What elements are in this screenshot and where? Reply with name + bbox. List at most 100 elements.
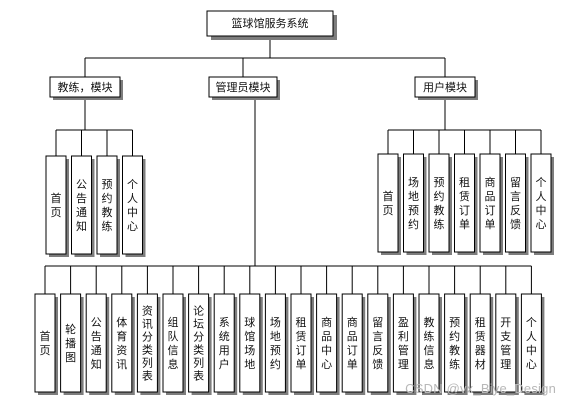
leaf-label: 开支管理 <box>500 316 511 371</box>
leaf-label: 组队信息 <box>168 315 179 371</box>
leaf-node: 租赁订单 <box>454 153 478 255</box>
leaf-label: 球馆场地 <box>244 315 255 371</box>
leaf-node: 租赁器材 <box>469 293 494 395</box>
leaf-node: 资讯分类列表 <box>136 293 161 395</box>
leaf-node: 首页 <box>377 153 401 255</box>
leaf-label: 预约教练 <box>449 316 460 371</box>
leaf-box <box>188 293 210 393</box>
leaf-label: 留言反馈 <box>372 316 383 371</box>
leaf-label: 商品中心 <box>321 315 332 371</box>
leaf-box <box>136 293 158 393</box>
leaf-box <box>505 153 526 253</box>
leaf-node: 公告通知 <box>71 155 95 257</box>
leaf-box <box>316 293 338 393</box>
leaf-node: 首页 <box>34 293 58 395</box>
leaf-node: 留言反馈 <box>505 153 529 255</box>
leaf-box <box>479 153 501 253</box>
leaf-label: 教练信息 <box>424 316 435 371</box>
leaf-box <box>530 153 552 253</box>
leaf-box <box>454 153 475 253</box>
leaf-box <box>290 293 312 393</box>
root-node: 篮球馆服务系统 <box>206 10 337 40</box>
leaf-box <box>34 293 56 393</box>
leaf-label: 商品订单 <box>485 175 496 231</box>
leaf-node: 个人中心 <box>122 155 146 257</box>
leaf-node: 场地预约 <box>264 293 289 395</box>
leaf-node: 轮播图 <box>60 293 84 395</box>
leaf-box <box>96 155 118 255</box>
leaf-node: 首页 <box>45 155 69 257</box>
leaf-box <box>428 153 450 253</box>
leaf-node: 租赁订单 <box>290 293 314 395</box>
leaf-box <box>341 293 363 393</box>
leaf-label: 预约教练 <box>102 178 113 233</box>
leaf-node: 组队信息 <box>162 293 186 395</box>
leaf-label: 公告通知 <box>76 178 87 233</box>
leaf-label: 系统用户 <box>219 316 230 371</box>
leaf-box <box>45 155 67 255</box>
leaf-box <box>111 293 133 393</box>
leaf-node: 商品中心 <box>316 293 340 395</box>
leaf-box <box>71 155 92 255</box>
leaf-node: 球馆场地 <box>239 293 263 395</box>
leaf-label: 预约教练 <box>434 176 445 231</box>
leaf-box <box>469 293 491 393</box>
leaf-label: 公告通知 <box>91 316 102 371</box>
leaf-label: 个人中心 <box>536 176 547 231</box>
leaf-node: 教练信息 <box>418 293 442 395</box>
leaf-label: 租赁订单 <box>459 176 470 231</box>
leaf-node: 系统用户 <box>213 293 238 395</box>
leaf-label: 首页 <box>383 189 394 217</box>
module-label-admin: 管理员模块 <box>216 80 271 94</box>
leaf-box <box>403 153 424 253</box>
leaf-box <box>392 293 414 393</box>
leaf-nodes: 首页公告通知预约教练个人中心首页轮播图公告通知体育资讯资讯分类列表组队信息论坛分… <box>34 153 554 395</box>
module-label-user: 用户模块 <box>423 80 467 94</box>
leaf-box <box>418 293 440 393</box>
leaf-label: 个人中心 <box>127 178 138 233</box>
module-node-coach: 教练，模块 <box>49 76 123 100</box>
leaf-node: 商品订单 <box>341 293 366 395</box>
leaf-node: 商品订单 <box>479 153 503 255</box>
leaf-box <box>377 153 399 253</box>
module-label-coach: 教练，模块 <box>58 80 113 94</box>
leaf-label: 留言反馈 <box>510 176 521 231</box>
leaf-node: 论坛分类列表 <box>188 293 212 395</box>
leaf-label: 首页 <box>51 191 62 219</box>
leaf-label: 场地预约 <box>408 175 419 231</box>
leaf-node: 个人中心 <box>520 293 545 395</box>
leaf-node: 预约教练 <box>96 155 120 257</box>
leaf-label: 体育资讯 <box>116 315 127 371</box>
leaf-label: 盈利管理 <box>398 316 409 371</box>
leaf-box <box>85 293 107 393</box>
leaf-node: 体育资讯 <box>111 293 135 395</box>
leaf-label: 商品订单 <box>347 315 358 371</box>
leaf-box <box>264 293 286 393</box>
leaf-node: 个人中心 <box>530 153 554 255</box>
leaf-box <box>495 293 517 393</box>
leaf-node: 预约教练 <box>444 293 468 395</box>
leaf-box <box>444 293 466 393</box>
leaf-label: 租赁订单 <box>296 316 307 371</box>
leaf-box <box>122 155 143 255</box>
leaf-node: 公告通知 <box>85 293 110 395</box>
leaf-node: 盈利管理 <box>392 293 417 395</box>
connector-lines <box>44 36 542 294</box>
leaf-box <box>239 293 261 393</box>
root-label: 篮球馆服务系统 <box>232 16 309 30</box>
leaf-node: 场地预约 <box>403 153 427 255</box>
leaf-box <box>60 293 82 393</box>
leaf-label: 轮播图 <box>65 322 76 364</box>
leaf-box <box>367 293 389 393</box>
leaf-box <box>520 293 542 393</box>
leaf-node: 留言反馈 <box>367 293 391 395</box>
leaf-node: 开支管理 <box>495 293 519 395</box>
leaf-label: 租赁器材 <box>475 316 486 371</box>
module-node-user: 用户模块 <box>414 76 478 100</box>
leaf-label: 场地预约 <box>270 315 281 371</box>
watermark-text: CSDN @vx_Biye_Design <box>405 381 556 396</box>
module-node-admin: 管理员模块 <box>208 76 280 100</box>
leaf-label: 资讯分类列表 <box>142 305 153 383</box>
leaf-label: 论坛分类列表 <box>193 304 204 383</box>
